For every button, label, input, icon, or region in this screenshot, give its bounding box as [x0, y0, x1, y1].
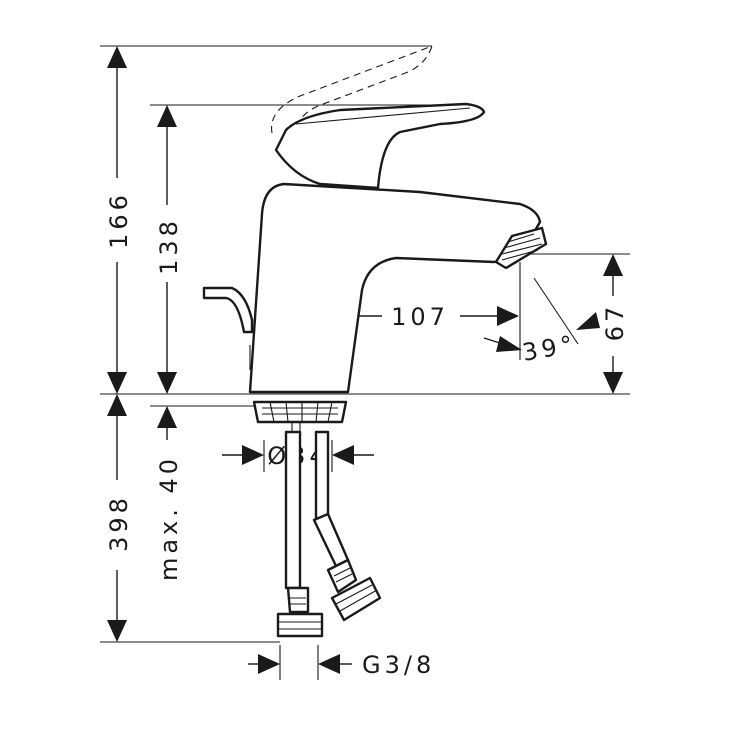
arrow-up-icon: [107, 46, 127, 68]
drain-rod: [202, 286, 254, 334]
arrow-right-icon: [242, 445, 264, 465]
dimension-max-40: max. 40: [155, 406, 183, 581]
dim-107-label: 107: [391, 303, 449, 331]
arrow-left-icon: [332, 445, 354, 465]
dim-angle-39-label: 39°: [520, 330, 579, 367]
hose-left: [284, 430, 302, 590]
dim-166-label: 166: [105, 191, 133, 249]
extension-lines: [100, 45, 630, 680]
connector-left-nut: [276, 612, 324, 638]
arrow-right-icon: [258, 654, 280, 674]
arrow-up-icon: [157, 105, 177, 127]
faucet-body: [248, 182, 542, 394]
hose-right: [312, 512, 350, 568]
dim-67-label: 67: [601, 303, 629, 342]
arrow-left-icon: [576, 312, 600, 330]
arrow-down-icon: [107, 372, 127, 394]
dim-138-label: 138: [155, 217, 183, 275]
arrow-right-icon: [496, 336, 522, 352]
dimension-398: 398: [105, 394, 133, 642]
dim-max-40-label: max. 40: [155, 455, 183, 581]
hose-middle: [314, 430, 330, 522]
arrow-left-icon: [318, 654, 340, 674]
dim-g38-label: G3/8: [362, 651, 435, 679]
dimension-166: 166: [105, 46, 133, 394]
arrow-down-icon: [157, 372, 177, 394]
dim-398-label: 398: [105, 494, 133, 552]
mounting-nut: [252, 400, 348, 424]
faucet: [202, 45, 548, 638]
dimension-138: 138: [155, 105, 183, 394]
dimension-g38: G3/8: [248, 651, 435, 679]
dimension-107: 107: [298, 303, 519, 331]
lever-handle: [274, 102, 486, 190]
arrow-down-icon: [107, 620, 127, 642]
connector-right-nut: [330, 576, 382, 622]
arrow-up-icon: [603, 254, 623, 276]
handle-open-position: [271, 45, 433, 134]
arrow-up-icon: [107, 394, 127, 416]
connector-left-neck: [286, 586, 310, 614]
arrow-down-icon: [603, 372, 623, 394]
dimension-67: 67: [601, 254, 629, 394]
arrow-up-icon: [157, 406, 177, 428]
arrow-right-icon: [497, 306, 519, 326]
